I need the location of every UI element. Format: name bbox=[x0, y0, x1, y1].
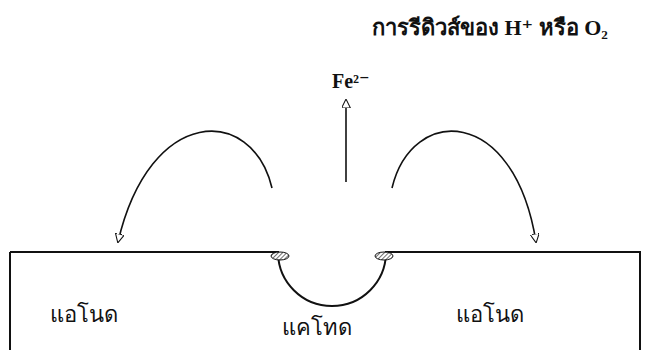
anode-label: แอโนด bbox=[50, 303, 118, 327]
reaction-note: การรีดิวส์ของ H⁺ หรือ O₂ bbox=[372, 16, 608, 40]
cathode-label: แคโทด bbox=[282, 316, 352, 340]
metal-surface bbox=[10, 252, 640, 350]
electron-flow-arrow bbox=[118, 131, 272, 242]
electron-flow-arrow bbox=[392, 131, 536, 242]
ion-release-arrow bbox=[345, 100, 347, 182]
anode-label: แอโนด bbox=[456, 303, 524, 327]
deposit-spot bbox=[375, 252, 393, 260]
ion-label: Fe²⁻ bbox=[332, 70, 370, 92]
deposit-spot bbox=[271, 252, 289, 260]
